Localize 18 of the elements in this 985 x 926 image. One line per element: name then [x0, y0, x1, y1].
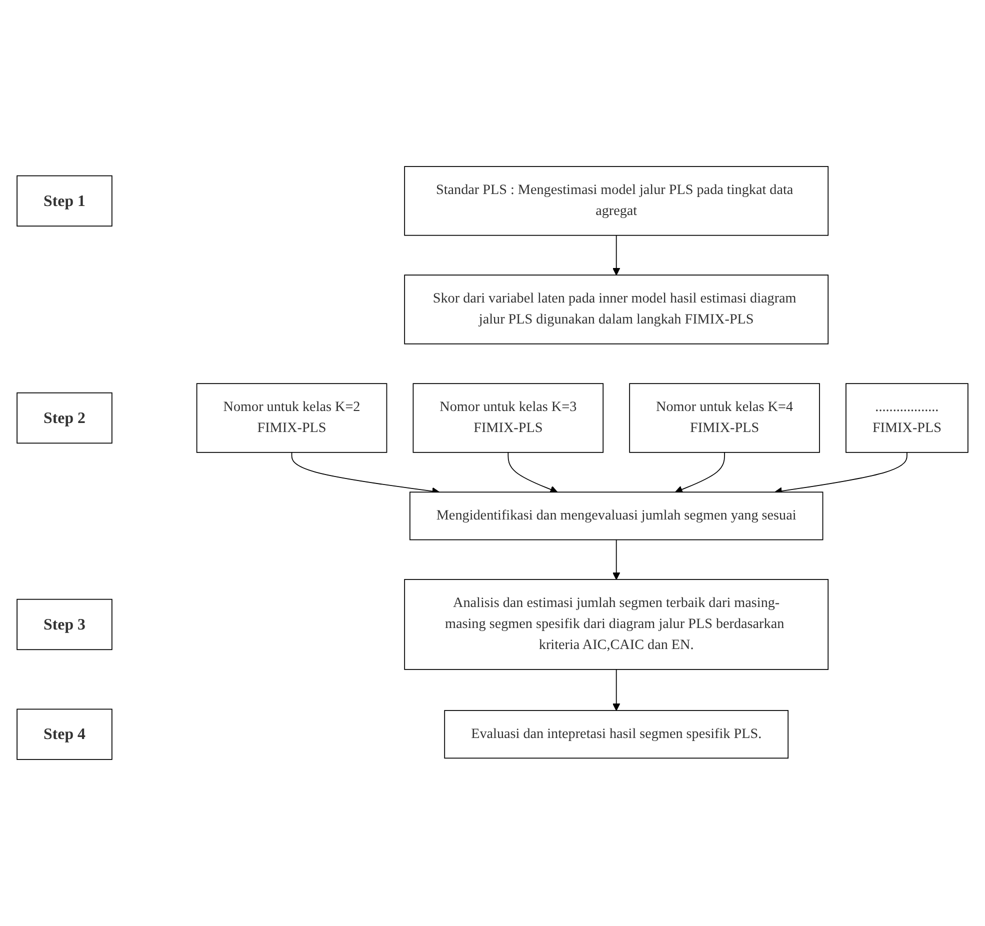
arrow [675, 452, 725, 494]
node-box: Step 2 [16, 392, 112, 444]
arrow [612, 669, 620, 711]
node-box: Nomor untuk kelas K=3 FIMIX-PLS [412, 383, 604, 453]
node-box: Analisis dan estimasi jumlah segmen terbaik dari masing-masing segmen spesifik dari diagram jalur PLS berdasarkan kriteria AIC,CAIC dan EN. [404, 579, 829, 670]
node-box: Standar PLS : Mengestimasi model jalur PLS pada tingkat data agregat [404, 166, 829, 236]
node-box: Nomor untuk kelas K=4 FIMIX-PLS [629, 383, 820, 453]
node-box: Nomor untuk kelas K=2 FIMIX-PLS [196, 383, 388, 453]
node-box: Step 1 [16, 175, 112, 227]
node-box: Skor dari variabel laten pada inner model hasil estimasi diagram jalur PLS digunakan dalam langkah FIMIX-PLS [404, 274, 829, 344]
node-box: Step 4 [16, 708, 112, 760]
node-box: Evaluasi dan intepretasi hasil segmen spesifik PLS. [444, 710, 789, 759]
node-box: Step 3 [16, 598, 112, 650]
arrow [508, 452, 558, 494]
arrow [612, 234, 620, 276]
node-box: .................. FIMIX-PLS [846, 383, 968, 453]
arrow [612, 539, 620, 580]
node-box: Mengidentifikasi dan mengevaluasi jumlah segmen yang sesuai [409, 492, 824, 540]
